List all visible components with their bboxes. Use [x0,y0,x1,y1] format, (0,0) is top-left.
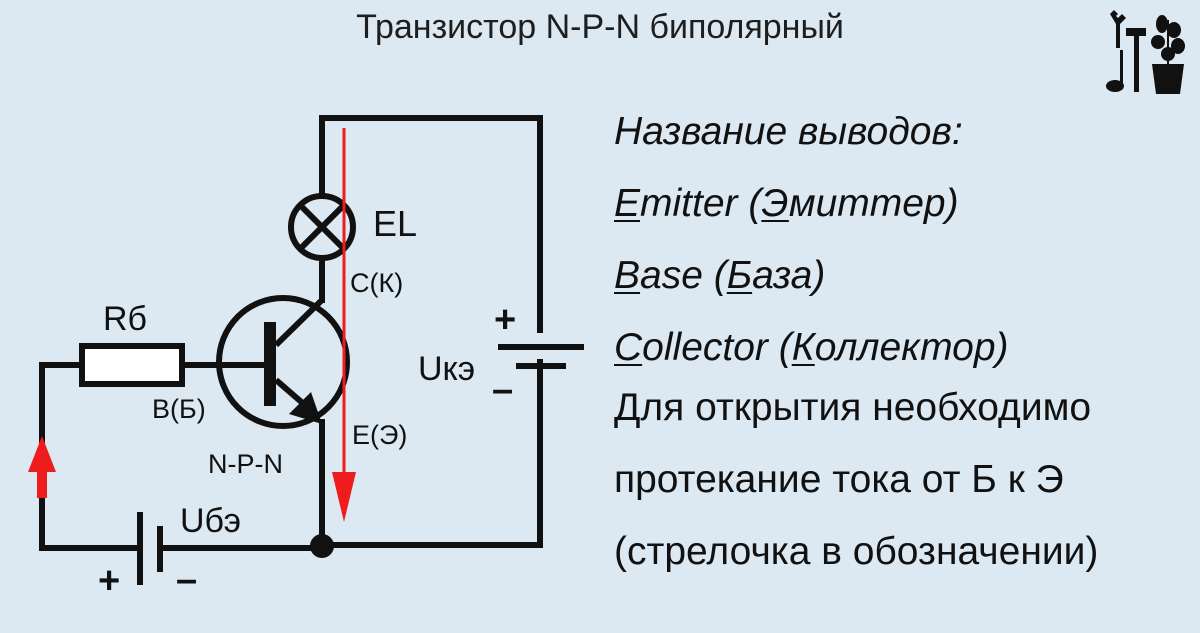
resistor-label: Rб [103,300,147,338]
hammer-icon [1126,28,1146,92]
lamp-label: EL [373,203,417,244]
collector-supply-plus: + [494,299,516,341]
page-title: Транзистор N-P-N биполярный [356,8,844,46]
pin-item-collector: Collector (Коллектор) [614,312,1194,384]
pin-rest: ase ( [640,254,727,297]
pin-ru-rest: миттер) [788,182,959,225]
base-label: B(Б) [152,394,206,424]
base-supply-battery [137,512,163,585]
pin-rest: mitter ( [640,182,762,225]
pin-ru-initial: К [791,326,815,369]
note-line: (стрелочка в обозначении) [614,530,1099,573]
pin-initial: B [614,254,641,297]
transistor-symbol [216,295,350,429]
collector-supply-minus: – [492,369,513,411]
current-arrow-base [28,436,56,498]
junction-node [310,534,334,558]
base-supply-label: Uбэ [180,502,241,540]
music-note-icon [1106,50,1124,92]
collector-label: C(К) [350,268,403,298]
collector-supply-battery [498,344,584,369]
pin-names-heading: Название выводов: [614,110,963,153]
potted-plant-icon [1151,15,1185,94]
pin-initial: C [614,326,643,369]
emitter-label: E(Э) [352,420,407,450]
resistor-symbol [79,343,185,387]
pin-rest: ollector ( [642,326,792,369]
current-arrow-collector [332,128,356,522]
circuit-diagram: EL Rб C(К) B(Б) E(Э) N-P-N Uкэ + – Uбэ +… [28,115,584,602]
emitter-arrow [289,392,322,424]
pin-names: Название выводов: Emitter (Эмиттер) Base… [614,96,1194,384]
note-line: протекание тока от Б к Э [614,458,1064,501]
base-supply-minus: – [176,559,197,601]
pin-ru-rest: аза) [752,254,826,297]
wire-collector-bottom [319,359,543,548]
pin-ru-rest: оллектор) [814,326,1009,369]
wrench-icon [1110,10,1126,48]
pin-initial: E [614,182,641,225]
lamp-symbol [288,193,356,261]
logo [1106,10,1185,94]
base-supply-plus: + [98,560,120,602]
wire-left-loop [39,362,141,551]
pin-ru-initial: Э [761,182,789,225]
pin-item-emitter: Emitter (Эмиттер) [614,168,1194,240]
transistor-type-label: N-P-N [208,449,283,479]
pin-item-base: Base (База) [614,240,1194,312]
pin-ru-initial: Б [726,254,753,297]
collector-supply-label: Uкэ [418,350,475,388]
explanation-note: Для открытия необходимо протекание тока … [614,372,1194,588]
note-line: Для открытия необходимо [614,386,1092,429]
wire-collector-top [319,115,543,333]
